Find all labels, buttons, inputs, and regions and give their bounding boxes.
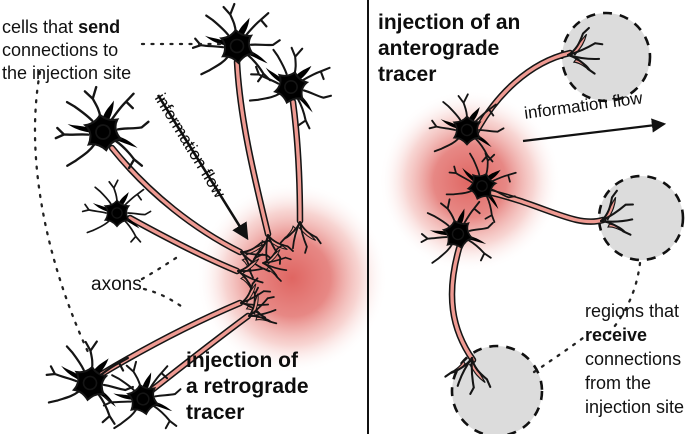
label-text: from the	[585, 373, 652, 393]
anterograde-tracer-title: injection of an anterograde tracer	[378, 10, 520, 88]
title-line: injection of	[186, 349, 298, 372]
panel-divider	[367, 0, 369, 434]
label-text: connections to	[2, 40, 119, 60]
title-line: tracer	[378, 63, 437, 86]
neuron-drawing	[40, 334, 140, 427]
dotted-leader-lines-left	[33, 42, 224, 354]
retrograde-tracer-title: injection of a retrograde tracer	[186, 348, 309, 426]
label-bold-text: send	[78, 17, 121, 37]
label-text: the injection site	[2, 63, 132, 83]
neuron-drawing	[240, 36, 342, 133]
label-text: regions that	[585, 301, 680, 321]
label-text: cells that	[2, 17, 74, 37]
title-line: anterograde	[378, 37, 500, 60]
title-line: tracer	[186, 401, 245, 424]
receiving-region-circle	[597, 174, 685, 262]
title-line: injection of an	[378, 11, 521, 34]
injection-site-glow-left	[196, 182, 388, 374]
cells-that-send-label: cells that send connections to the injec…	[2, 16, 172, 85]
information-flow-arrow-right	[522, 118, 667, 143]
neuron-drawing	[81, 179, 152, 243]
regions-that-receive-label: regions that receive connections from th…	[585, 299, 695, 419]
dotted-leader-lines-right	[532, 261, 642, 374]
label-text: injection site	[585, 397, 685, 417]
axons-label: axons	[91, 274, 142, 295]
label-bold-text: receive	[585, 325, 648, 345]
title-line: a retrograde	[186, 375, 309, 398]
label-text: connections	[585, 349, 682, 369]
information-flow-arrow-left	[156, 94, 249, 241]
neuron-drawing	[47, 78, 157, 181]
receiving-region-circle	[450, 344, 544, 434]
